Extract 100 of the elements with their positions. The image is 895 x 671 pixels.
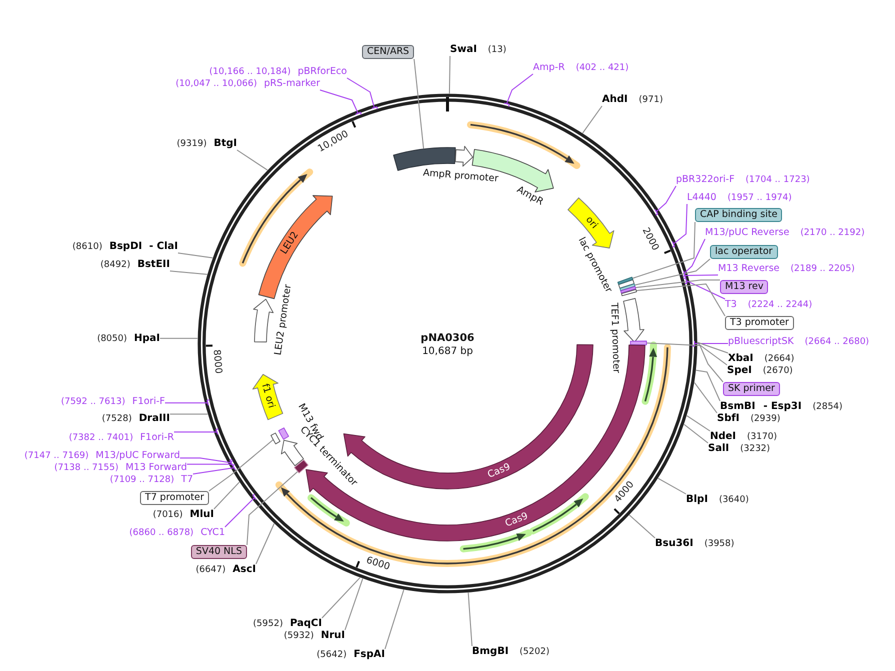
- site-label: BmgBI (5202): [472, 646, 550, 658]
- leader-line: [628, 514, 656, 538]
- leader-line: [654, 186, 676, 216]
- site-label: (5642) FspAI: [316, 649, 385, 661]
- site-label: (8492) BstEII: [100, 259, 170, 271]
- primer-label: pBluescriptSK (2664 .. 2680): [728, 336, 870, 348]
- leader-line: [632, 222, 696, 279]
- leader-line: [682, 238, 706, 277]
- leader-line: [682, 272, 718, 280]
- feature-tag: CEN/ARS: [362, 45, 414, 59]
- leader-line: [346, 78, 378, 110]
- feature-segment: [630, 340, 647, 346]
- leader-line: [697, 342, 728, 366]
- site-label: (9319) BtgI: [176, 138, 237, 150]
- leader-line: [684, 424, 708, 444]
- feature-label: f1 ori: [259, 382, 277, 410]
- site-label: XbaI (2664): [728, 353, 794, 365]
- feature-segment: [621, 289, 637, 296]
- site-label: (8610) BspDI - ClaI: [72, 241, 178, 253]
- site-label: (5932) NruI: [284, 630, 345, 642]
- feature-tag: CAP binding site: [695, 208, 782, 222]
- leader-line: [170, 270, 208, 275]
- feature-label: Cas9: [504, 510, 530, 530]
- feature-tag: SK primer: [723, 382, 780, 396]
- leader-line: [696, 370, 720, 402]
- site-label: (6647) AscI: [196, 564, 256, 576]
- leader-line: [658, 478, 686, 494]
- feature-segment: [270, 432, 280, 444]
- feature-label: ori: [583, 214, 600, 231]
- leader-line: [694, 382, 718, 414]
- leader-line: [504, 74, 534, 108]
- primer-label: M13/pUC Reverse (2170 .. 2192): [705, 227, 865, 239]
- leader-line: [692, 340, 728, 347]
- leader-line: [697, 342, 728, 354]
- site-label: (5952) PaqCI: [253, 618, 322, 630]
- leader-line: [214, 482, 240, 510]
- leader-line: [582, 106, 602, 134]
- leader-line: [448, 56, 450, 94]
- primer-label: (10,166 .. 10,184) pBRforEco: [209, 66, 347, 78]
- primer-label: Amp-R (402 .. 421): [533, 62, 629, 74]
- leader-line: [320, 90, 362, 116]
- site-label: (7016) MluI: [152, 509, 214, 521]
- leader-line: [686, 415, 710, 432]
- feature-label: LEU2 promoter: [272, 284, 294, 356]
- feature-tag: T7 promoter: [140, 491, 209, 505]
- primer-label: (7138 .. 7155) M13 Forward: [54, 462, 187, 474]
- leader-line: [322, 577, 360, 618]
- site-label: AhdI (971): [602, 94, 663, 106]
- leader-line: [164, 399, 210, 406]
- leader-line: [384, 589, 404, 650]
- leader-line: [634, 258, 710, 286]
- feature-segment: [620, 286, 636, 294]
- primer-label: (7109 .. 7128) T7: [110, 474, 193, 486]
- map-feature: [608, 298, 644, 374]
- site-label: (7528) DraIII: [102, 413, 170, 425]
- map-feature: [422, 146, 499, 184]
- primer-label: (7592 .. 7613) F1ori-F: [60, 396, 165, 408]
- map-feature: [252, 374, 284, 420]
- leader-line: [192, 464, 236, 474]
- leader-line: [236, 150, 268, 171]
- leader-line: [186, 460, 234, 467]
- leader-line: [646, 342, 724, 382]
- leader-line: [170, 414, 208, 415]
- feature-label: AmpR promoter: [422, 168, 499, 184]
- leader-line: [208, 439, 274, 492]
- site-label: NdeI (3170): [710, 431, 777, 443]
- leader-line: [178, 252, 214, 258]
- primer-label: pBR322ori-F (1704 .. 1723): [676, 174, 810, 186]
- site-label: Bsu36I (3958): [655, 538, 734, 550]
- primer-label: (7147 .. 7169) M13/pUC Forward: [24, 450, 180, 462]
- plasmid-size: 10,687 bp: [422, 344, 473, 358]
- site-label: SalI (3232): [708, 443, 770, 455]
- primer-label: (10,047 .. 10,066) pRS-marker: [176, 78, 320, 90]
- feature-label: Cas9: [486, 462, 512, 480]
- leader-line: [160, 338, 198, 339]
- feature-label: TEF1 promoter: [608, 302, 622, 374]
- primer-label: (7382 .. 7401) F1ori-R: [68, 432, 174, 444]
- leader-line: [414, 58, 424, 149]
- leader-line: [672, 204, 688, 248]
- scale-number: 8000: [210, 349, 224, 374]
- leader-line: [174, 428, 219, 435]
- site-label: SwaI (13): [450, 44, 506, 56]
- site-label: (8050) HpaI: [97, 333, 160, 345]
- leader-line: [256, 523, 275, 564]
- primer-label: (6860 .. 6878) CYC1: [129, 527, 225, 539]
- leader-line: [634, 280, 720, 288]
- leader-line: [344, 578, 364, 630]
- scale-number: 2000: [640, 226, 661, 253]
- plasmid-name: pNA0306: [420, 332, 474, 344]
- leader-line: [246, 470, 298, 546]
- leader-line: [224, 494, 257, 528]
- leader-line: [468, 592, 472, 646]
- feature-tag: SV40 NLS: [190, 545, 247, 559]
- primer-label: L4440 (1957 .. 1974): [687, 192, 792, 204]
- site-label: SpeI (2670): [727, 365, 793, 377]
- feature-segment: [617, 276, 634, 285]
- feature-tag: M13 rev: [720, 280, 768, 294]
- primer-label: T3 (2224 .. 2244): [725, 299, 812, 311]
- leader-line: [636, 284, 726, 316]
- scale-number: 6000: [364, 554, 392, 573]
